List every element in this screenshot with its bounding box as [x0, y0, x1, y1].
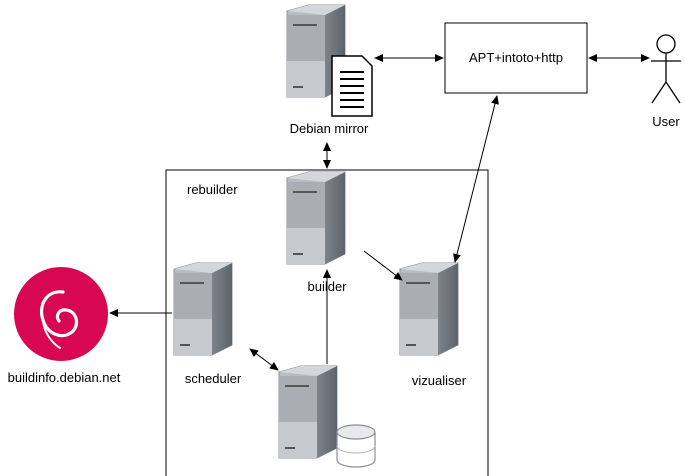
scheduler-node[interactable]: scheduler: [173, 262, 242, 386]
user-node[interactable]: User: [651, 34, 681, 129]
user-icon: [651, 34, 681, 104]
debian-logo-icon: [14, 267, 108, 361]
database-node[interactable]: [278, 365, 376, 468]
server-icon: [399, 262, 459, 356]
vizualiser-label: vizualiser: [412, 373, 467, 388]
document-icon: [331, 55, 373, 117]
apt-box[interactable]: APT+intoto+http: [444, 22, 588, 94]
server-icon: [286, 171, 346, 265]
buildinfo-node[interactable]: buildinfo.debian.net: [8, 267, 121, 385]
buildinfo-label: buildinfo.debian.net: [8, 370, 121, 385]
user-label: User: [652, 114, 680, 129]
edge-scheduler-database: [249, 348, 279, 371]
database-icon: [336, 424, 376, 468]
rebuilder-group: [165, 169, 489, 476]
edge-apt-vizualiser: [453, 95, 499, 263]
vizualiser-node[interactable]: vizualiser: [399, 262, 467, 388]
edge-builder-vizualiser: [363, 250, 403, 281]
server-icon: [173, 262, 233, 356]
scheduler-label: scheduler: [185, 371, 242, 386]
debian-mirror-node[interactable]: Debian mirror: [286, 4, 373, 136]
apt-box-label: APT+intoto+http: [469, 50, 563, 65]
rebuilder-group-label: rebuilder: [187, 182, 238, 197]
builder-node[interactable]: builder: [286, 171, 347, 294]
debian-mirror-label: Debian mirror: [290, 121, 369, 136]
server-icon: [278, 365, 338, 459]
